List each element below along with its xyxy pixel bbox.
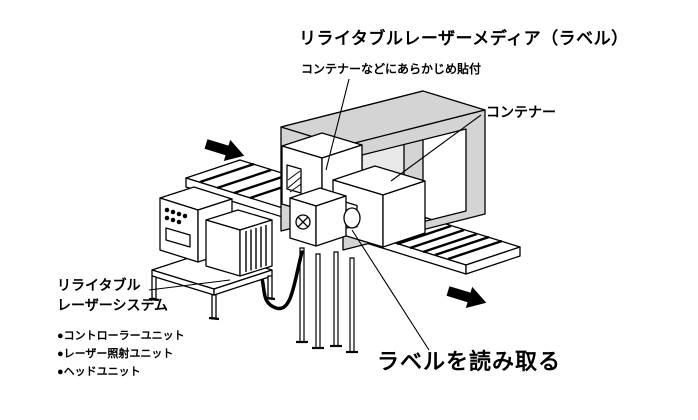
leader-line-system xyxy=(148,279,231,291)
diagram-title: リライタブルレーザーメディア（ラベル） xyxy=(299,29,629,48)
system-component-controller: ●コントローラーユニット xyxy=(57,330,185,342)
laser-aperture-cross xyxy=(297,216,309,228)
laser-system xyxy=(148,186,276,321)
stand-leg-foot xyxy=(264,296,276,301)
leader-line-container xyxy=(390,114,482,182)
stand-leg-foot xyxy=(208,316,220,321)
support-legs xyxy=(296,247,358,354)
stand-leg xyxy=(211,294,217,319)
flow-arrow-in xyxy=(204,139,245,161)
container-label: コンテナー xyxy=(486,104,556,120)
head-unit xyxy=(289,187,361,247)
controller-panel xyxy=(165,227,191,248)
stand-leg-foot xyxy=(148,297,160,302)
laser-unit-vents xyxy=(245,225,267,272)
controller-button xyxy=(170,209,176,215)
conveyor-end-side xyxy=(465,246,521,275)
read-label-caption: ラベルを読み取る xyxy=(377,349,562,374)
callout-lines xyxy=(148,78,482,351)
support-leg xyxy=(315,253,321,349)
system-label: リライタブル レーザーシステム xyxy=(57,275,168,315)
head-unit-right-face xyxy=(315,195,347,247)
controller-button xyxy=(176,211,182,217)
container-front-right-face xyxy=(382,180,426,248)
support-leg xyxy=(349,257,355,353)
system-component-head: ●ヘッドユニット xyxy=(57,366,141,378)
stand-leg xyxy=(267,275,273,299)
controller-button xyxy=(170,217,176,223)
system-component-laser: ●レーザー照射ユニット xyxy=(57,348,174,360)
system-label-line1: リライタブル xyxy=(57,277,141,293)
controller-button xyxy=(164,215,170,221)
container-box-front xyxy=(332,165,426,248)
laser-unit-front-face xyxy=(205,219,241,277)
leader-line-media-label xyxy=(325,78,350,171)
leader-line-read xyxy=(351,229,430,351)
system-label-line2: レーザーシステム xyxy=(57,297,169,313)
controller-button xyxy=(182,213,188,219)
reader-lens xyxy=(343,207,361,229)
connection-cable xyxy=(256,250,304,311)
laser-irradiation-unit xyxy=(205,209,273,277)
support-leg xyxy=(333,251,339,347)
controller-button xyxy=(176,219,182,225)
media-label-rear-hatch xyxy=(287,170,302,193)
system-components-list: ●コントローラーユニット ●レーザー照射ユニット ●ヘッドユニット xyxy=(57,327,185,381)
flow-arrow-out xyxy=(446,286,487,308)
media-label-note: コンテナーなどにあらかじめ貼付 xyxy=(301,62,482,76)
controller-button xyxy=(164,207,170,213)
